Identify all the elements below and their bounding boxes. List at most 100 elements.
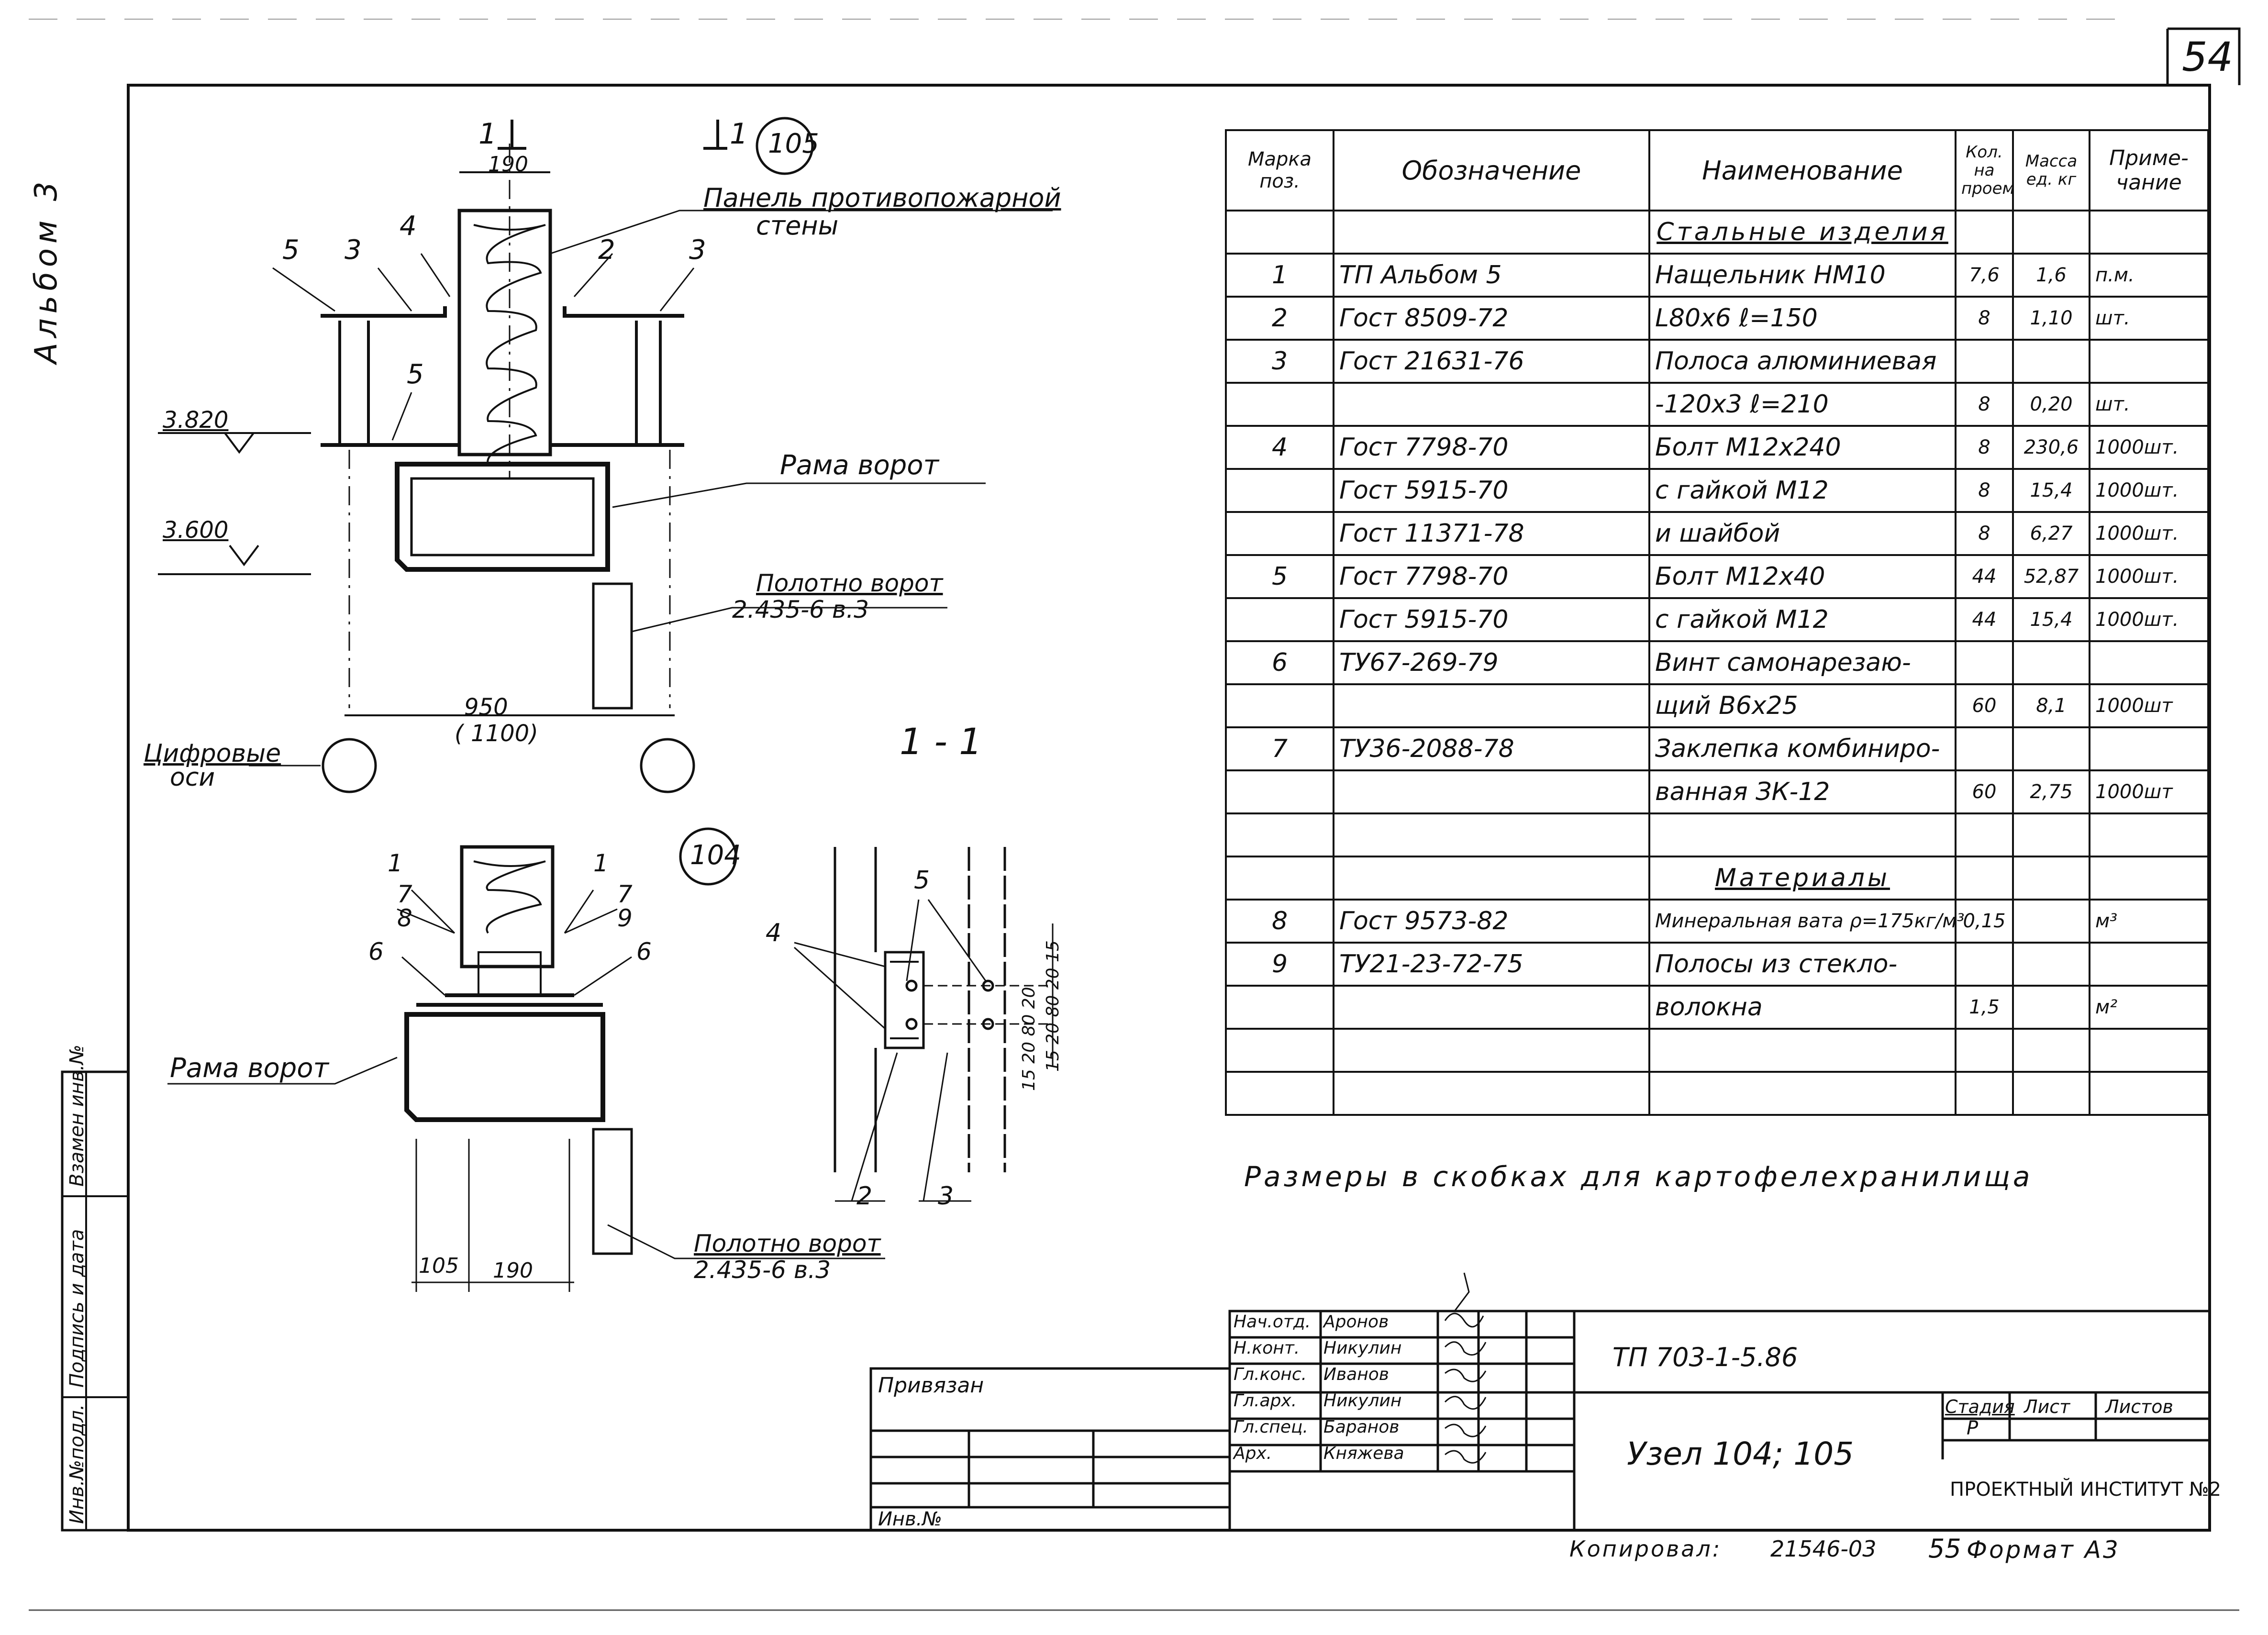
footer-copied: Копировал:: [1569, 1536, 1722, 1562]
cell-mark: [1225, 769, 1334, 814]
album-label: Альбом 3: [29, 177, 64, 364]
node-105-number: 105: [768, 128, 819, 159]
staff-row: Нач.отд.Аронов: [1234, 1312, 1389, 1332]
cell-note: п.м.: [2089, 253, 2209, 298]
node-104-dim-190: 190: [493, 1258, 533, 1283]
cell-designation: [1333, 382, 1650, 427]
cell-qty: 1,5: [1955, 985, 2014, 1030]
drawing-note: Размеры в скобках для картофелехранилища: [1244, 1160, 2033, 1193]
sheet-title: Узел 104; 105: [1627, 1435, 1854, 1472]
staff-row: Арх.Княжева: [1234, 1444, 1404, 1463]
col-header-designation: Обозначение: [1333, 129, 1650, 211]
cell-note: 1000шт.: [2089, 425, 2209, 470]
stage-value: Р: [1967, 1417, 1979, 1439]
cell-name: Стальные изделия: [1648, 210, 1957, 255]
left-stamp-box: [61, 1070, 130, 1532]
section-detail-drawing: [793, 847, 1054, 1202]
node-105-leaf-label-2: 2.435-6 в.3: [732, 596, 869, 623]
table-row: [1225, 1028, 2209, 1073]
node-104-dim-105: 105: [419, 1254, 459, 1278]
cell-mass: [2012, 899, 2090, 944]
footer-order: 21546-03: [1770, 1536, 1877, 1562]
cell-mark: 9: [1225, 942, 1334, 987]
table-row: Материалы: [1225, 856, 2209, 901]
staff-role: Гл.арх.: [1234, 1391, 1297, 1411]
cell-name: Полоса алюминиевая: [1648, 339, 1957, 384]
cell-qty: 8: [1955, 468, 2014, 513]
cell-qty: [1955, 726, 2014, 771]
node-104-callout-9: 9: [617, 904, 633, 932]
cell-mark: [1225, 511, 1334, 556]
cell-mark: 1: [1225, 253, 1334, 298]
col-header-note: Приме- чание: [2089, 129, 2209, 211]
cell-note: м²: [2089, 985, 2209, 1030]
cell-mass: 0,20: [2012, 382, 2090, 427]
staff-row: Гл.спец.Баранов: [1234, 1417, 1399, 1437]
cell-name: -120х3 ℓ=210: [1648, 382, 1957, 427]
cell-note: [2089, 1071, 2209, 1116]
detail-callout-3: 3: [938, 1182, 954, 1211]
cell-name: Нащельник НМ10: [1648, 253, 1957, 298]
cell-mark: 8: [1225, 899, 1334, 944]
node-104-callout-8: 8: [397, 904, 412, 932]
cell-note: [2089, 942, 2209, 987]
cell-designation: [1333, 1071, 1650, 1116]
cell-qty: 44: [1955, 597, 2014, 642]
cell-qty: [1955, 812, 2014, 857]
cell-designation: Гост 7798-70: [1333, 554, 1650, 599]
table-row: Стальные изделия: [1225, 210, 2209, 255]
cell-note: 1000шт.: [2089, 554, 2209, 599]
node-104-leaf-label-2: 2.435-6 в.3: [694, 1256, 831, 1284]
specification-table: Марка поз. Обозначение Наименование Кол.…: [1225, 129, 2209, 1116]
cell-mark: [1225, 1071, 1334, 1116]
detail-callout-2: 2: [856, 1182, 873, 1211]
cell-designation: Гост 11371-78: [1333, 511, 1650, 556]
node-105-panel-label-1: Панель противопожарной: [703, 183, 1061, 213]
inv-label: Инв.№: [878, 1508, 942, 1530]
cell-mass: [2012, 210, 2090, 255]
node-105-dim-1100: ( 1100): [455, 720, 538, 747]
cell-note: [2089, 856, 2209, 901]
cell-qty: 8: [1955, 382, 2014, 427]
cell-mass: 15,4: [2012, 597, 2090, 642]
cell-qty: 60: [1955, 683, 2014, 728]
col-header-mark: Марка поз.: [1225, 129, 1334, 211]
cell-qty: 60: [1955, 769, 2014, 814]
node-105-dim-190: 190: [488, 152, 528, 177]
cell-mark: [1225, 382, 1334, 427]
cell-qty: 44: [1955, 554, 2014, 599]
cell-mass: 2,75: [2012, 769, 2090, 814]
cell-mass: [2012, 985, 2090, 1030]
sheet-number-box: [2166, 27, 2241, 85]
cell-qty: 8: [1955, 511, 2014, 556]
staff-role: Гл.конс.: [1234, 1365, 1307, 1384]
cell-mark: 3: [1225, 339, 1334, 384]
cell-name: волокна: [1648, 985, 1957, 1030]
node-105-leaf-label-1: Полотно ворот: [756, 569, 943, 597]
staff-role: Нач.отд.: [1234, 1312, 1311, 1332]
cell-designation: [1333, 1028, 1650, 1073]
cell-name: ванная ЗК-12: [1648, 769, 1957, 814]
cell-mass: [2012, 942, 2090, 987]
cell-qty: 8: [1955, 296, 2014, 341]
cell-name: [1648, 812, 1957, 857]
cell-mass: 8,1: [2012, 683, 2090, 728]
staff-row: Гл.конс.Иванов: [1234, 1365, 1389, 1384]
cell-mark: [1225, 210, 1334, 255]
cell-name: Болт М12х240: [1648, 425, 1957, 470]
cell-mass: [2012, 339, 2090, 384]
cell-mass: [2012, 1071, 2090, 1116]
cell-designation: Гост 5915-70: [1333, 468, 1650, 513]
cell-qty: [1955, 1028, 2014, 1073]
